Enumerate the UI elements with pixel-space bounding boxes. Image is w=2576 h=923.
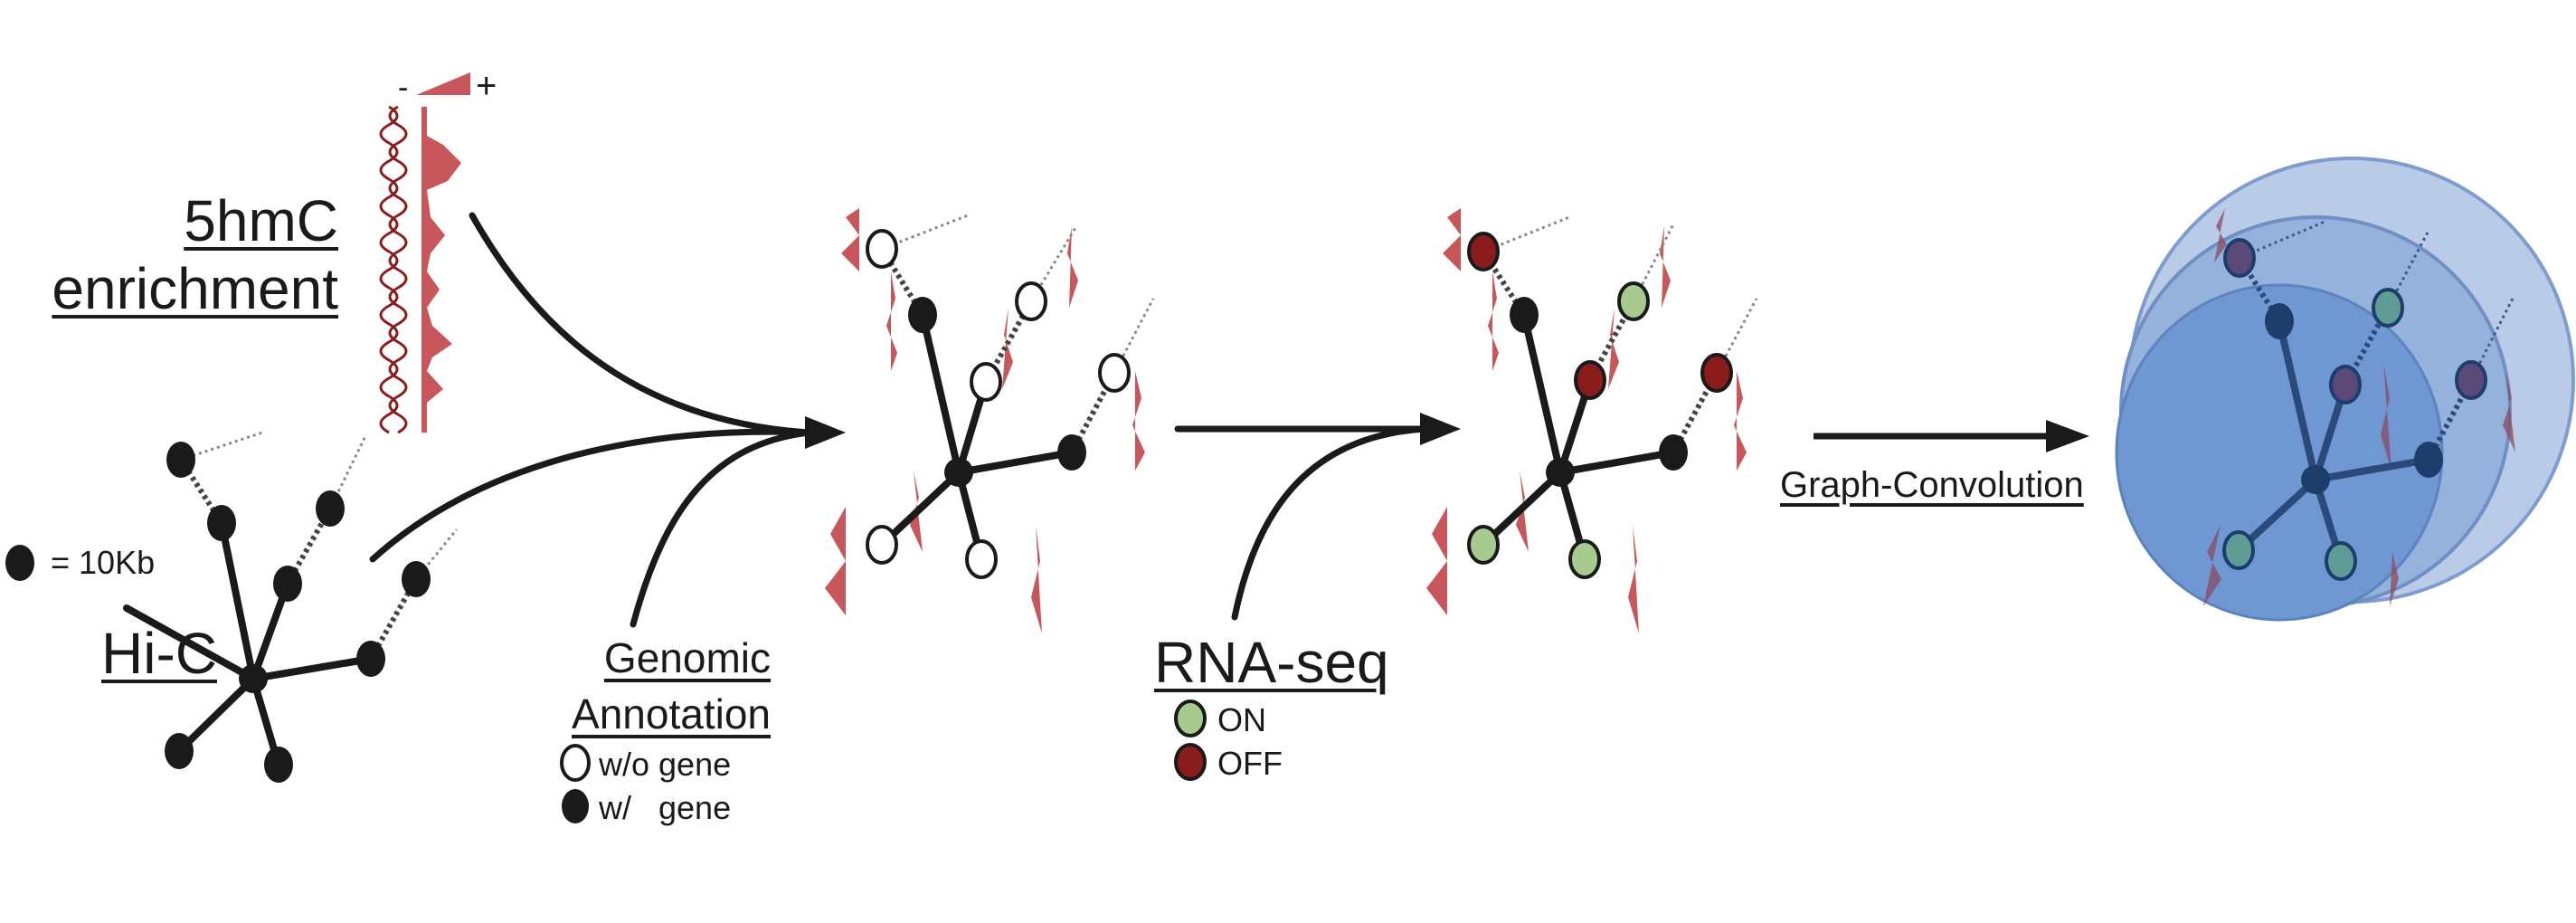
without-gene-node-icon xyxy=(560,744,591,782)
with-gene-node-icon xyxy=(562,789,589,823)
expression-graph xyxy=(1426,208,1758,633)
off-label: OFF xyxy=(1217,745,1283,782)
enrichment-track xyxy=(421,107,461,433)
rnaseq-arrows xyxy=(1174,425,1428,621)
on-node-icon xyxy=(1174,699,1207,737)
node-size-legend: = 10Kb xyxy=(51,544,156,581)
hmc-title-line1: 5hmC xyxy=(184,188,338,253)
merge-arrowhead xyxy=(805,416,846,449)
hmc-title-line2: enrichment xyxy=(52,256,338,321)
graph-node xyxy=(207,505,236,541)
scale-plus: + xyxy=(476,66,497,106)
merge-arrows xyxy=(369,212,813,628)
dna-helix-icon xyxy=(379,105,408,434)
graph-node xyxy=(239,664,268,693)
on-label: ON xyxy=(1217,701,1266,738)
annotation-title-line1: Genomic xyxy=(603,634,771,681)
graph-node xyxy=(165,733,194,769)
off-node-icon xyxy=(1174,743,1207,781)
hic-label: Hi-C xyxy=(101,621,217,686)
graph-node xyxy=(264,747,293,783)
annotated-graph xyxy=(825,208,1155,633)
size-legend-node-icon xyxy=(5,545,34,581)
scale-minus: - xyxy=(398,71,408,105)
hic-graph xyxy=(123,431,459,783)
graph-node xyxy=(316,490,345,527)
embedding-spheres xyxy=(2115,157,2575,622)
graph-node xyxy=(356,641,385,677)
with-gene-label: w/ gene xyxy=(599,789,732,826)
annotation-title-line2: Annotation xyxy=(572,690,771,737)
rnaseq-arrowhead xyxy=(1420,413,1461,445)
graph-node xyxy=(166,442,195,478)
enrichment-scale-wedge xyxy=(416,72,470,95)
graph-node xyxy=(402,561,431,597)
rnaseq-label: RNA-seq xyxy=(1154,630,1389,695)
graph-node xyxy=(273,566,302,602)
without-gene-label: w/o gene xyxy=(599,746,732,783)
graphconv-label: Graph-Convolution xyxy=(1780,465,2084,505)
graphconv-arrowhead xyxy=(2046,420,2089,452)
